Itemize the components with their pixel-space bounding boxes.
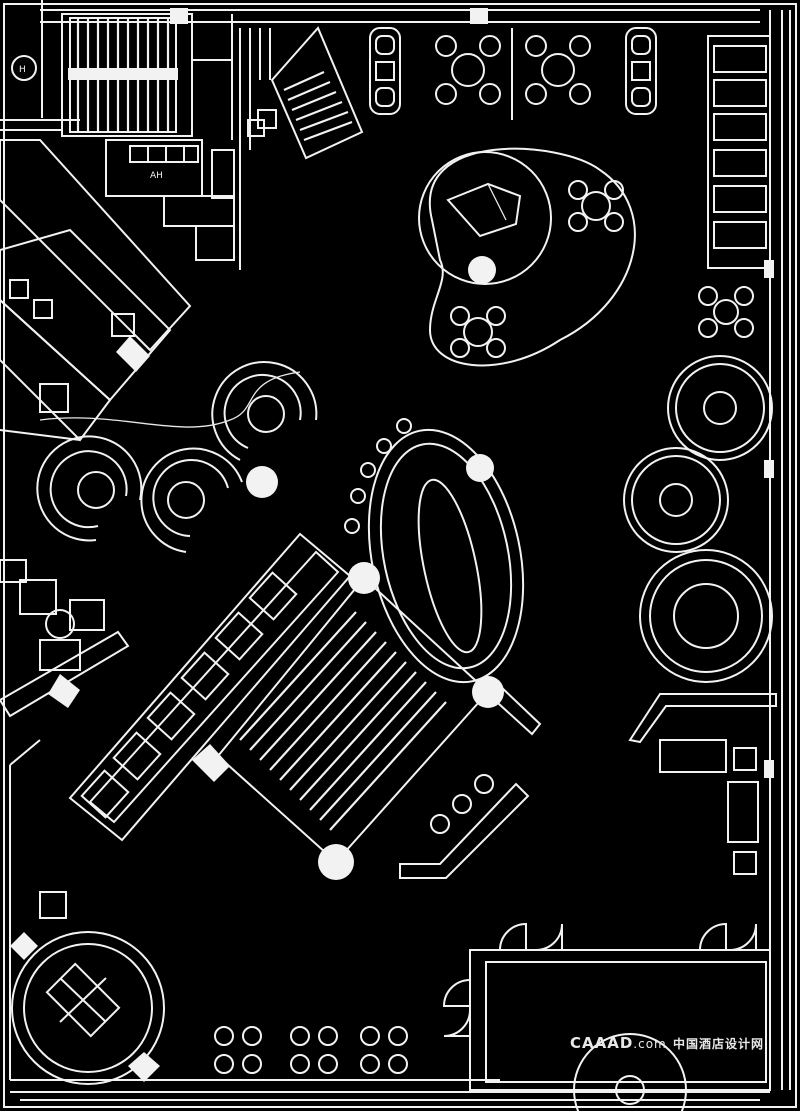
right-lounge-counter [630,694,776,874]
curved-booth-center [141,449,278,552]
top-table-set-2 [526,36,590,104]
curved-booth-left [37,436,141,540]
floor-curve-line [40,372,300,427]
bottom-left-round-bar [10,892,164,1084]
top-left-stair [0,0,232,140]
right-round-booth [640,550,772,682]
top-booth-left [370,28,400,114]
stepping-circles [345,419,411,533]
right-round-table-1 [668,356,772,460]
diagonal-booth-row [70,534,350,840]
watermark: CAAAD.com 中国酒店设计网 [570,1034,764,1052]
piano-platform [419,149,635,366]
grid-marker: H [12,56,36,80]
curved-booth-top [212,362,316,460]
left-diagonal-rooms [0,140,190,440]
outer-walls [4,4,796,1107]
top-stair-diagonal [240,28,362,270]
right-wall-booths [708,36,770,268]
right-square-table [699,287,753,337]
top-table-set-1 [436,28,512,120]
watermark-chinese: 中国酒店设计网 [672,1037,764,1051]
grid-marker-label: H [19,65,26,75]
room-label-ah: AH [150,171,163,181]
right-round-table-2 [624,448,728,552]
left-lounge-seating [0,560,128,716]
restroom-block: AH [106,140,234,260]
bottom-right-room [444,924,770,1111]
watermark-brand: CAAAD [570,1034,634,1052]
watermark-domain: .com [633,1037,667,1051]
central-stair [192,562,504,880]
top-booth-right [626,28,656,114]
bar-counter [400,775,528,878]
bottom-table-row [215,1027,407,1073]
